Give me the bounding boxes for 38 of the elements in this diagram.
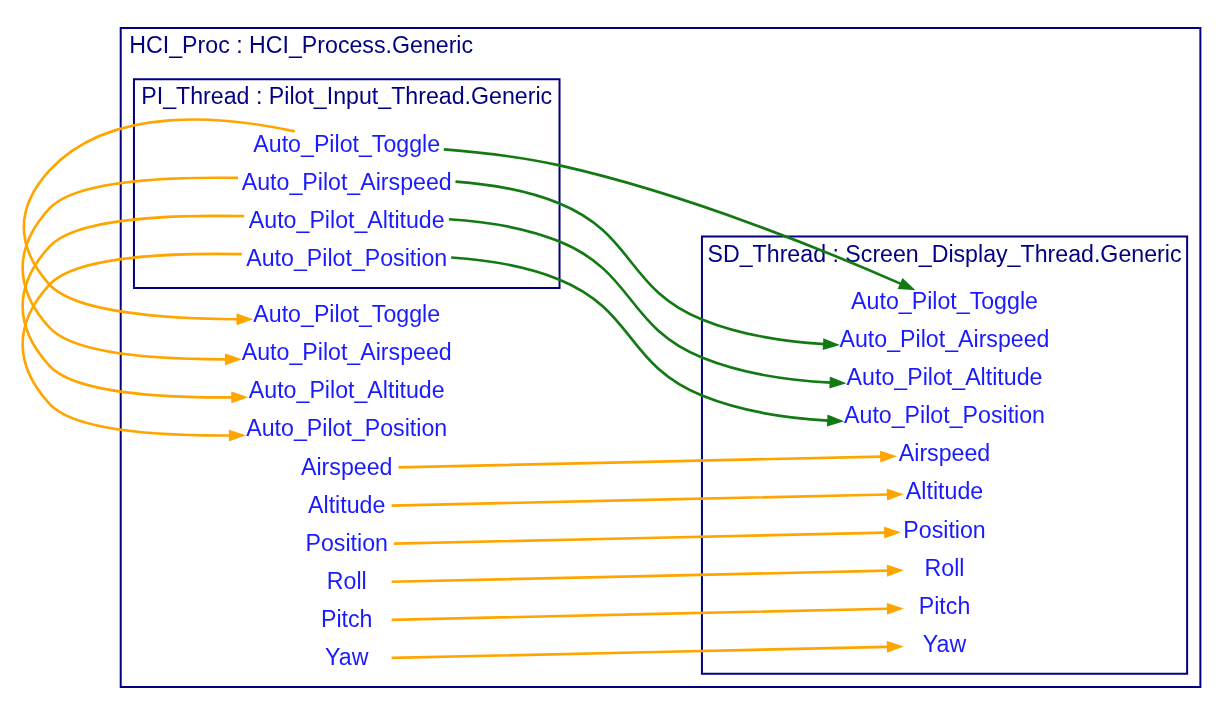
arrow [391, 602, 904, 622]
node-text: Position [305, 529, 388, 556]
node-text: Auto_Pilot_Toggle [253, 130, 441, 157]
arrow [21, 214, 249, 404]
node-text: Roll [326, 567, 367, 594]
arrow [22, 118, 295, 326]
arrow [391, 640, 904, 660]
node-text: Auto_Pilot_Toggle [253, 301, 441, 328]
node-text: Altitude [905, 478, 984, 505]
arrow [448, 217, 847, 389]
node-text: Pitch [918, 592, 971, 619]
node-text: Auto_Pilot_Position [246, 415, 448, 442]
node-text: Yaw [325, 644, 369, 671]
node-text: Auto_Pilot_Airspeed [241, 339, 452, 366]
node-text: Pitch [320, 605, 373, 632]
node-text: Auto_Pilot_Position [246, 244, 448, 271]
node-text: Position [903, 516, 986, 543]
arrow [21, 252, 246, 442]
node-text: Roll [924, 554, 965, 581]
arrow [443, 148, 916, 291]
arrow [391, 564, 904, 584]
arrow [451, 256, 845, 427]
node-text: Airspeed [898, 440, 991, 467]
node-text: Altitude [308, 491, 386, 518]
node-text: Auto_Pilot_Position [844, 402, 1046, 429]
node-text: Auto_Pilot_Airspeed [839, 326, 1050, 353]
node-text: Auto_Pilot_Altitude [248, 206, 445, 233]
node-text: Auto_Pilot_Altitude [248, 377, 445, 404]
arrow [398, 450, 898, 469]
arrow [21, 176, 242, 366]
arrow [391, 488, 904, 507]
node-text: Yaw [922, 630, 967, 657]
arrow [455, 180, 840, 351]
node-text: Auto_Pilot_Altitude [846, 364, 1043, 391]
node-text: Auto_Pilot_Airspeed [241, 168, 452, 195]
node-text: Auto_Pilot_Toggle [851, 287, 1038, 314]
arrow [394, 526, 902, 545]
node-text: Airspeed [301, 453, 393, 480]
